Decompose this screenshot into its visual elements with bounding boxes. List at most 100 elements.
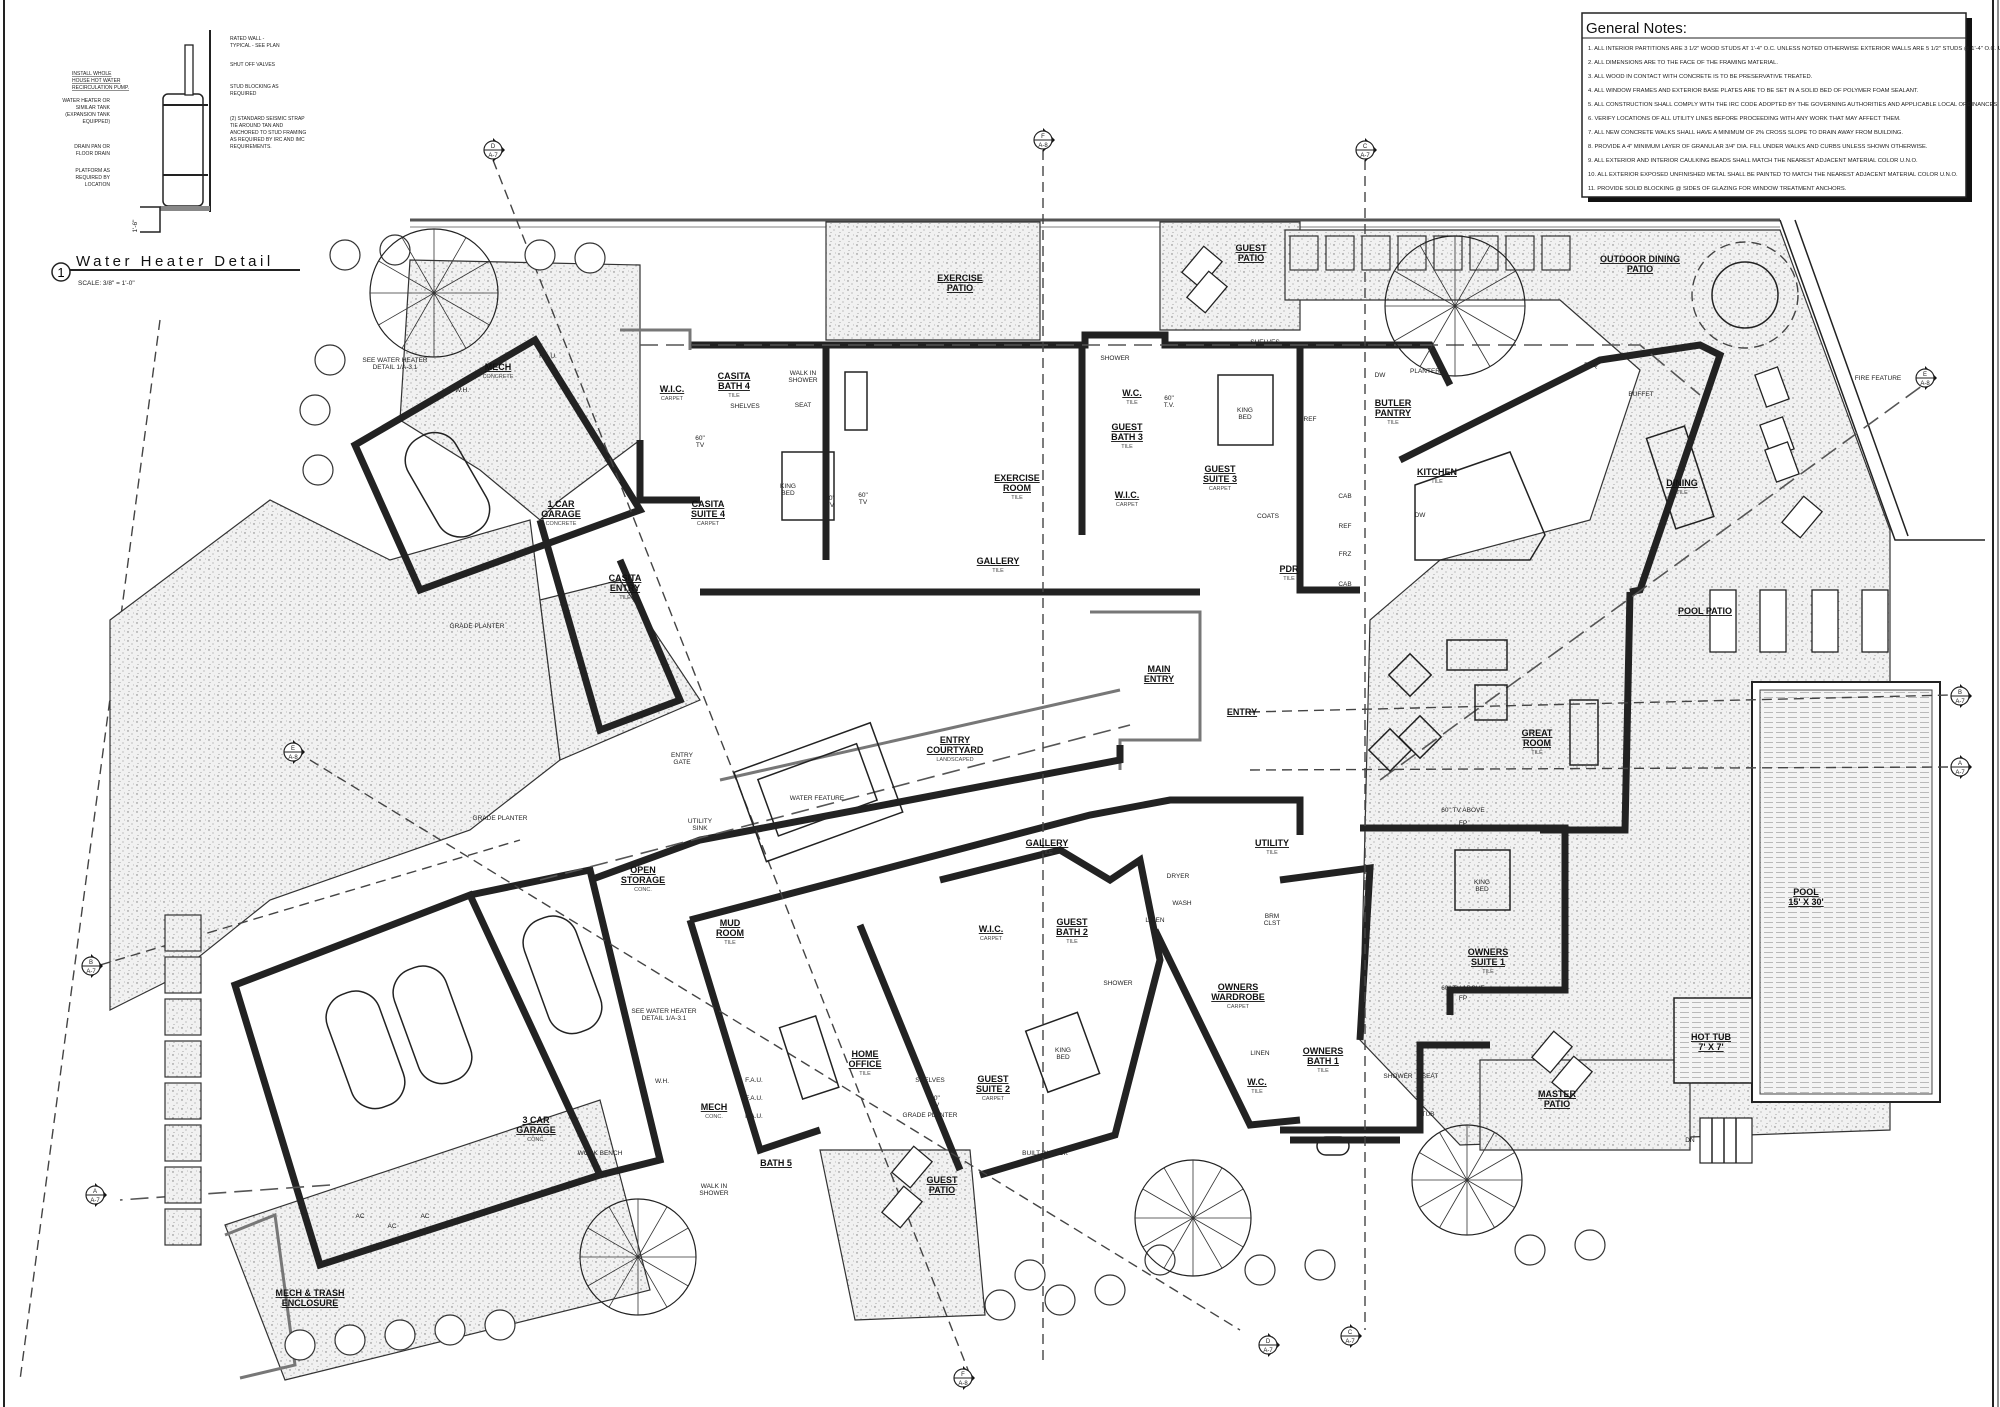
shrub-icon [1304, 1249, 1336, 1281]
furniture [164, 228, 1889, 1361]
room-name: ROOM [716, 928, 744, 938]
section-marker-id: F [1041, 134, 1045, 140]
room-name: GREAT [1522, 728, 1553, 738]
chair-icon [1387, 652, 1433, 698]
patio-chair-icon [1780, 495, 1824, 539]
desk-icon [778, 1014, 840, 1100]
sofa-icon [1569, 699, 1599, 766]
section-marker[interactable]: BA-7 [1950, 684, 1972, 708]
room-name: PATIO [929, 1185, 955, 1195]
section-marker[interactable]: FA-8 [1033, 128, 1055, 152]
room-name: ENTRY [610, 583, 640, 593]
section-marker[interactable]: DA-7 [1258, 1333, 1280, 1357]
fixture-label: BBQ [1584, 362, 1598, 369]
kitchen-island-icon [1414, 451, 1546, 561]
sheet-border [3, 0, 1999, 1407]
room-name: DINING [1666, 478, 1698, 488]
planter-icon [164, 1208, 202, 1246]
fixture-label: BED [781, 490, 795, 497]
callout-pump: HOUSE HOT WATER [72, 78, 121, 84]
fixture-label: WALK IN [701, 1183, 728, 1190]
fixture-label: BED [1475, 886, 1489, 893]
section-marker-sheet: A-7 [488, 153, 498, 159]
room-name: MUD [720, 918, 741, 928]
section-marker[interactable]: EA-8 [283, 740, 305, 764]
room-name: GUEST [1056, 917, 1088, 927]
room-name: PATIO [947, 283, 973, 293]
fixture-label: BUFFET [1628, 391, 1653, 398]
shrub-icon [284, 1329, 316, 1361]
callout-tank: (EXPANSION TANK [65, 112, 110, 118]
fixture-label: TV [696, 442, 705, 449]
fixture-label: CAB [1338, 493, 1351, 500]
fixture-label: DETAIL 1/A-3.1 [642, 1015, 687, 1022]
section-marker[interactable]: FA-8 [953, 1366, 975, 1390]
patio-chair-icon [1754, 366, 1790, 408]
detail-title: Water Heater Detail [76, 253, 274, 270]
bed-icon [1217, 374, 1274, 446]
section-marker-sheet: A-8 [288, 755, 298, 761]
fixture-label: FP [1459, 820, 1467, 827]
room-name: GUEST [977, 1074, 1009, 1084]
planter-icon [1397, 235, 1427, 271]
section-marker[interactable]: EA-8 [1915, 366, 1937, 390]
room-name: PATIO [1544, 1099, 1570, 1109]
section-marker[interactable]: AA-7 [1950, 755, 1972, 779]
room-name: MAIN [1148, 664, 1171, 674]
fixture-label: KING [1055, 1047, 1071, 1054]
room-name: PATIO [1238, 253, 1264, 263]
room-name: W.I.C. [979, 924, 1004, 934]
room-finish: TILE [1266, 850, 1278, 856]
section-marker[interactable]: AA-7 [85, 1183, 107, 1207]
section-marker-sheet: A-7 [1263, 1348, 1273, 1354]
callout-platform: PLATFORM AS [75, 168, 110, 174]
planter-icon [1289, 235, 1319, 271]
shrub-icon [984, 1289, 1016, 1321]
fixture-label: SHELVES [1250, 339, 1280, 346]
section-marker[interactable]: CA-7 [1355, 138, 1377, 162]
room-finish: TILE [1317, 1068, 1329, 1074]
section-marker[interactable]: BA-7 [81, 954, 103, 978]
room-name: GALLERY [1026, 838, 1069, 848]
planter-icon [164, 1124, 202, 1162]
room-finish: CARPET [1209, 486, 1232, 492]
patio-chair-icon [1764, 441, 1800, 483]
room-finish: TILE [728, 393, 740, 399]
section-marker-sheet: A-7 [1955, 699, 1965, 705]
fixture-label: DRYER [1167, 873, 1190, 880]
fixture-label: FIRE FEATURE [1855, 375, 1902, 382]
room-name: W.C. [1122, 388, 1142, 398]
room-label: W.I.C.CARPET [660, 384, 685, 402]
callout-drain: DRAIN PAN OR [74, 144, 110, 150]
shrub-icon [1094, 1274, 1126, 1306]
room-label: POOL PATIO [1678, 606, 1732, 616]
section-marker-id: D [491, 144, 496, 150]
room-label: ENTRY [1227, 707, 1257, 717]
section-marker-id: F [961, 1372, 965, 1378]
section-marker[interactable]: CA-7 [1340, 1324, 1362, 1348]
car-icon [392, 965, 473, 1085]
room-name: SUITE 1 [1471, 957, 1505, 967]
room-label: BATH 5 [760, 1158, 792, 1168]
shrub-icon [434, 1314, 466, 1346]
shrub-icon [302, 454, 334, 486]
section-marker[interactable]: D A-7 [483, 138, 505, 162]
fixture-label: FRZ [1339, 551, 1352, 558]
car-icon [404, 431, 491, 538]
room-name: W.I.C. [660, 384, 685, 394]
room-label: W.C.TILE [1122, 388, 1142, 406]
general-note-item: 1. ALL INTERIOR PARTITIONS ARE 3 1/2" WO… [1588, 46, 2000, 52]
